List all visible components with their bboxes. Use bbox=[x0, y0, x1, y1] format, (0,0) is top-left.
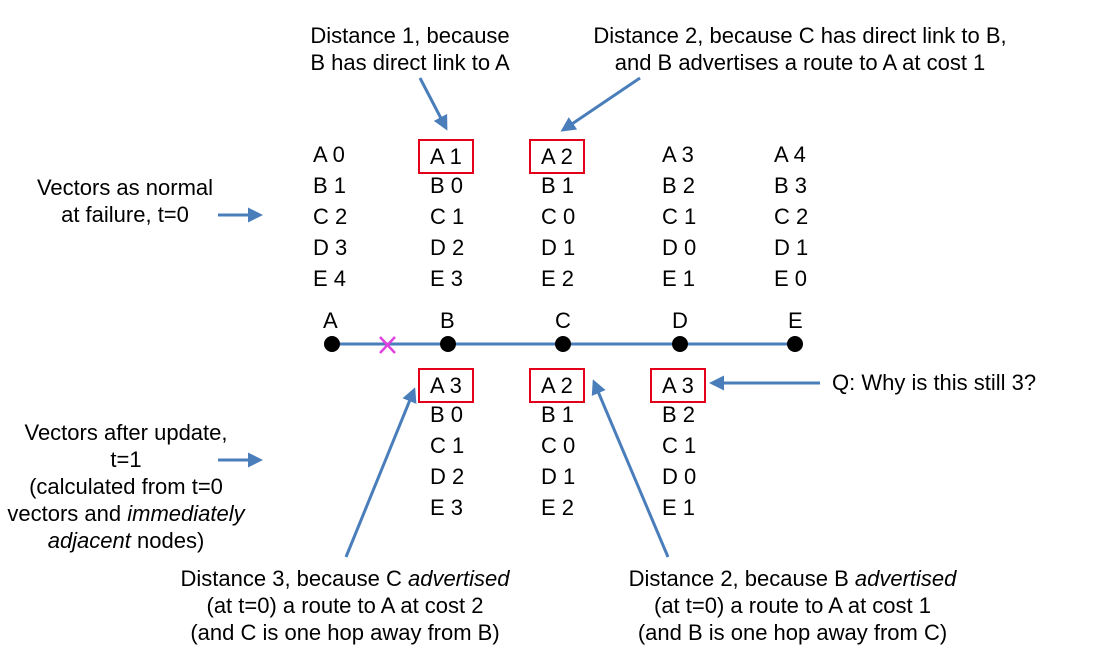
vector-entry: C 2 bbox=[313, 204, 348, 229]
vector-entry: C 1 bbox=[430, 204, 465, 229]
vector-t0-node-e: A 4 B 3 C 2 D 1 E 0 bbox=[774, 139, 808, 294]
node-e-dot bbox=[787, 336, 803, 352]
vector-t1-node-c: A 2 B 1 C 0 D 1 E 2 bbox=[529, 368, 585, 523]
vector-entry: A 3 bbox=[662, 142, 694, 167]
vector-entry: D 1 bbox=[774, 235, 809, 260]
node-label-a: A bbox=[323, 308, 338, 333]
vector-entry: B 1 bbox=[541, 173, 575, 198]
highlighted-entry: A 1 bbox=[418, 139, 474, 174]
vector-entry: E 1 bbox=[662, 495, 696, 520]
vector-t1-node-d: A 3 B 2 C 1 D 0 E 1 bbox=[650, 368, 706, 523]
arrow-distance-3-bottom bbox=[344, 387, 417, 558]
highlighted-entry: A 2 bbox=[529, 368, 585, 403]
node-label-c: C bbox=[555, 308, 571, 333]
vector-entry: B 3 bbox=[774, 173, 808, 198]
vector-entry: D 3 bbox=[313, 235, 348, 260]
arrow-distance-2-bottom bbox=[591, 379, 670, 558]
annotation-distance-2-bottom: Distance 2, because B advertised (at t=0… bbox=[628, 566, 957, 645]
node-d-dot bbox=[672, 336, 688, 352]
node-label-e: E bbox=[788, 308, 803, 333]
node-a-dot bbox=[324, 336, 340, 352]
annotation-distance-1: Distance 1, because B has direct link to… bbox=[310, 23, 510, 75]
annotation-distance-2-top: Distance 2, because C has direct link to… bbox=[593, 23, 1007, 75]
annotation-distance-3-bottom: Distance 3, because C advertised (at t=0… bbox=[180, 566, 510, 645]
vector-entry: E 2 bbox=[541, 266, 575, 291]
vector-entry: E 2 bbox=[541, 495, 575, 520]
vector-t0-node-c: A 2 B 1 C 0 D 1 E 2 bbox=[529, 139, 585, 294]
label-vectors-after: Vectors after update, t=1 (calculated fr… bbox=[7, 420, 245, 553]
vector-entry: C 2 bbox=[774, 204, 809, 229]
vector-entry: E 4 bbox=[313, 266, 347, 291]
label-vectors-normal: Vectors as normal at failure, t=0 bbox=[36, 175, 214, 227]
vector-entry: B 0 bbox=[430, 402, 464, 427]
vector-entry: D 0 bbox=[662, 464, 697, 489]
vector-entry: E 1 bbox=[662, 266, 696, 291]
vector-t0-node-d: A 3 B 2 C 1 D 0 E 1 bbox=[662, 139, 696, 294]
highlighted-entry: A 3 bbox=[418, 368, 474, 403]
highlighted-entry: A 3 bbox=[650, 368, 706, 403]
vector-entry: D 1 bbox=[541, 464, 576, 489]
vector-entry: D 0 bbox=[662, 235, 697, 260]
vector-entry: B 1 bbox=[541, 402, 575, 427]
vector-entry: B 2 bbox=[662, 402, 696, 427]
vector-entry: D 1 bbox=[541, 235, 576, 260]
node-label-b: B bbox=[440, 308, 455, 333]
vector-entry: C 1 bbox=[430, 433, 465, 458]
vector-t0-node-b: A 1 B 0 C 1 D 2 E 3 bbox=[418, 139, 474, 294]
vector-entry: E 3 bbox=[430, 495, 464, 520]
vector-entry: E 3 bbox=[430, 266, 464, 291]
vector-t1-node-b: A 3 B 0 C 1 D 2 E 3 bbox=[418, 368, 474, 523]
vector-entry: C 1 bbox=[662, 433, 697, 458]
vector-entry: C 1 bbox=[662, 204, 697, 229]
arrow-distance-1 bbox=[418, 77, 448, 131]
vector-t0-node-a: A 0 B 1 C 2 D 3 E 4 bbox=[313, 139, 347, 294]
highlighted-entry: A 2 bbox=[529, 139, 585, 174]
link-failure-mark bbox=[379, 336, 396, 354]
vector-entry: B 0 bbox=[430, 173, 464, 198]
vector-entry: A 4 bbox=[774, 142, 806, 167]
vector-entry: B 2 bbox=[662, 173, 696, 198]
node-c-dot bbox=[555, 336, 571, 352]
vector-entry: D 2 bbox=[430, 464, 465, 489]
vector-entry: A 0 bbox=[313, 142, 345, 167]
question-label: Q: Why is this still 3? bbox=[832, 370, 1037, 395]
vector-entry: B 1 bbox=[313, 173, 347, 198]
vector-entry: C 0 bbox=[541, 433, 576, 458]
node-b-dot bbox=[440, 336, 456, 352]
vector-entry: E 0 bbox=[774, 266, 808, 291]
vector-entry: D 2 bbox=[430, 235, 465, 260]
vector-entry: C 0 bbox=[541, 204, 576, 229]
node-label-d: D bbox=[672, 308, 688, 333]
arrow-distance-2-top bbox=[560, 76, 641, 132]
